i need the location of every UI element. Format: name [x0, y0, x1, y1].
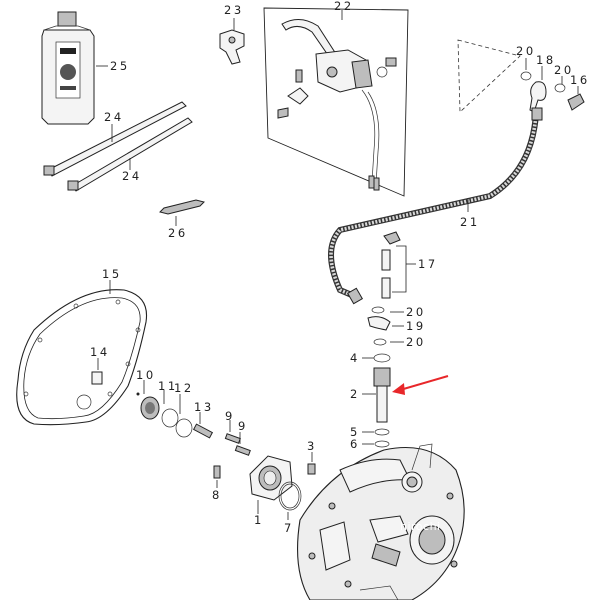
part-25-bottle [41, 11, 108, 125]
engine-side-cover [296, 443, 465, 600]
part-7-o-ring [278, 481, 302, 520]
part-2-slave-piston [362, 353, 391, 448]
label-26: 26 [168, 226, 188, 240]
label-10: 10 [136, 368, 156, 382]
part-10-13-gear-set [136, 380, 214, 439]
part-14-dowel [91, 358, 103, 385]
part-8-9-bolts [213, 420, 251, 488]
label-1: 1 [254, 513, 264, 527]
pointer-arrow [392, 375, 449, 395]
part-15-gasket [16, 280, 148, 426]
label-20-mid-b: 20 [406, 335, 426, 349]
label-9-b: 9 [238, 419, 248, 433]
part-24-cable-ties [43, 101, 193, 192]
watermark: hirochi [400, 520, 441, 533]
label-2: 2 [350, 387, 360, 401]
label-23: 23 [224, 3, 244, 17]
label-7: 7 [284, 521, 294, 535]
part-21-brake-hose [328, 107, 543, 305]
label-3: 3 [307, 439, 317, 453]
label-20-top-left: 20 [516, 44, 536, 58]
label-24-top: 24 [104, 110, 124, 124]
part-22-master-cylinder-kit [263, 7, 409, 197]
part-19-banjo-lower [367, 306, 404, 346]
label-24-bottom: 24 [122, 169, 142, 183]
part-1-slave-housing [249, 455, 293, 514]
part-23-bracket [219, 18, 245, 65]
part-26-hex-key [159, 199, 205, 226]
label-16: 16 [570, 73, 590, 87]
label-18: 18 [536, 53, 556, 67]
label-8: 8 [212, 488, 222, 502]
label-13: 13 [194, 400, 214, 414]
label-21: 21 [460, 215, 480, 229]
label-17: 17 [418, 257, 438, 271]
label-25: 25 [110, 59, 130, 73]
label-15: 15 [102, 267, 122, 281]
label-4: 4 [350, 351, 360, 365]
part-3-pin [307, 452, 316, 475]
label-20-mid-a: 20 [406, 305, 426, 319]
label-11: 11 [158, 379, 178, 393]
label-9-a: 9 [225, 409, 235, 423]
label-14: 14 [90, 345, 110, 359]
label-20-top-right: 20 [554, 63, 574, 77]
label-19: 19 [406, 319, 426, 333]
dashed-guide [457, 39, 521, 113]
label-22: 22 [334, 0, 354, 13]
label-6: 6 [350, 437, 360, 451]
label-12: 12 [174, 381, 194, 395]
part-17-bleeder [381, 231, 416, 299]
label-5: 5 [350, 425, 360, 439]
part-18-banjo-top [520, 58, 585, 113]
